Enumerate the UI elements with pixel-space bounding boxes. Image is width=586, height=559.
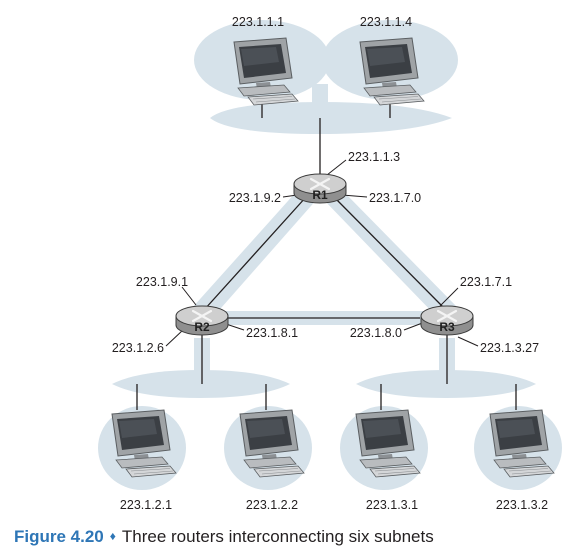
router-r1: R1 [292,172,348,205]
interface-address: 223.1.2.6 [112,341,164,355]
host-address: 223.1.3.2 [496,498,548,512]
figure-caption: Figure 4.20 ♦ Three routers interconnectin… [14,527,434,547]
interface-address: 223.1.9.2 [229,191,281,205]
router-label: R2 [194,320,210,334]
interface-address: 223.1.9.1 [136,275,188,289]
host-address: 223.1.1.4 [360,15,412,29]
interface-address: 223.1.8.0 [350,326,402,340]
host-address: 223.1.2.2 [246,498,298,512]
host-address: 223.1.1.1 [232,15,284,29]
interface-address: 223.1.1.3 [348,150,400,164]
router-r3: R3 [419,304,475,337]
figure-number: Figure 4.20 [14,527,104,546]
host-address: 223.1.2.1 [120,498,172,512]
host-labels: 223.1.1.1 223.1.1.4 223.1.2.1 223.1.2.2 … [120,15,548,512]
caption-separator: ♦ [109,529,116,543]
interface-address: 223.1.7.0 [369,191,421,205]
router-r2: R2 [174,304,230,337]
router-label: R1 [312,188,328,202]
interface-address: 223.1.7.1 [460,275,512,289]
interface-address: 223.1.8.1 [246,326,298,340]
links [136,100,517,410]
interface-address: 223.1.3.27 [480,341,539,355]
host-address: 223.1.3.1 [366,498,418,512]
router-label: R3 [439,320,455,334]
interface-labels: 223.1.1.3 223.1.9.2 223.1.7.0 223.1.9.1 … [112,150,539,355]
caption-text: Three routers interconnecting six subnet… [121,527,434,546]
